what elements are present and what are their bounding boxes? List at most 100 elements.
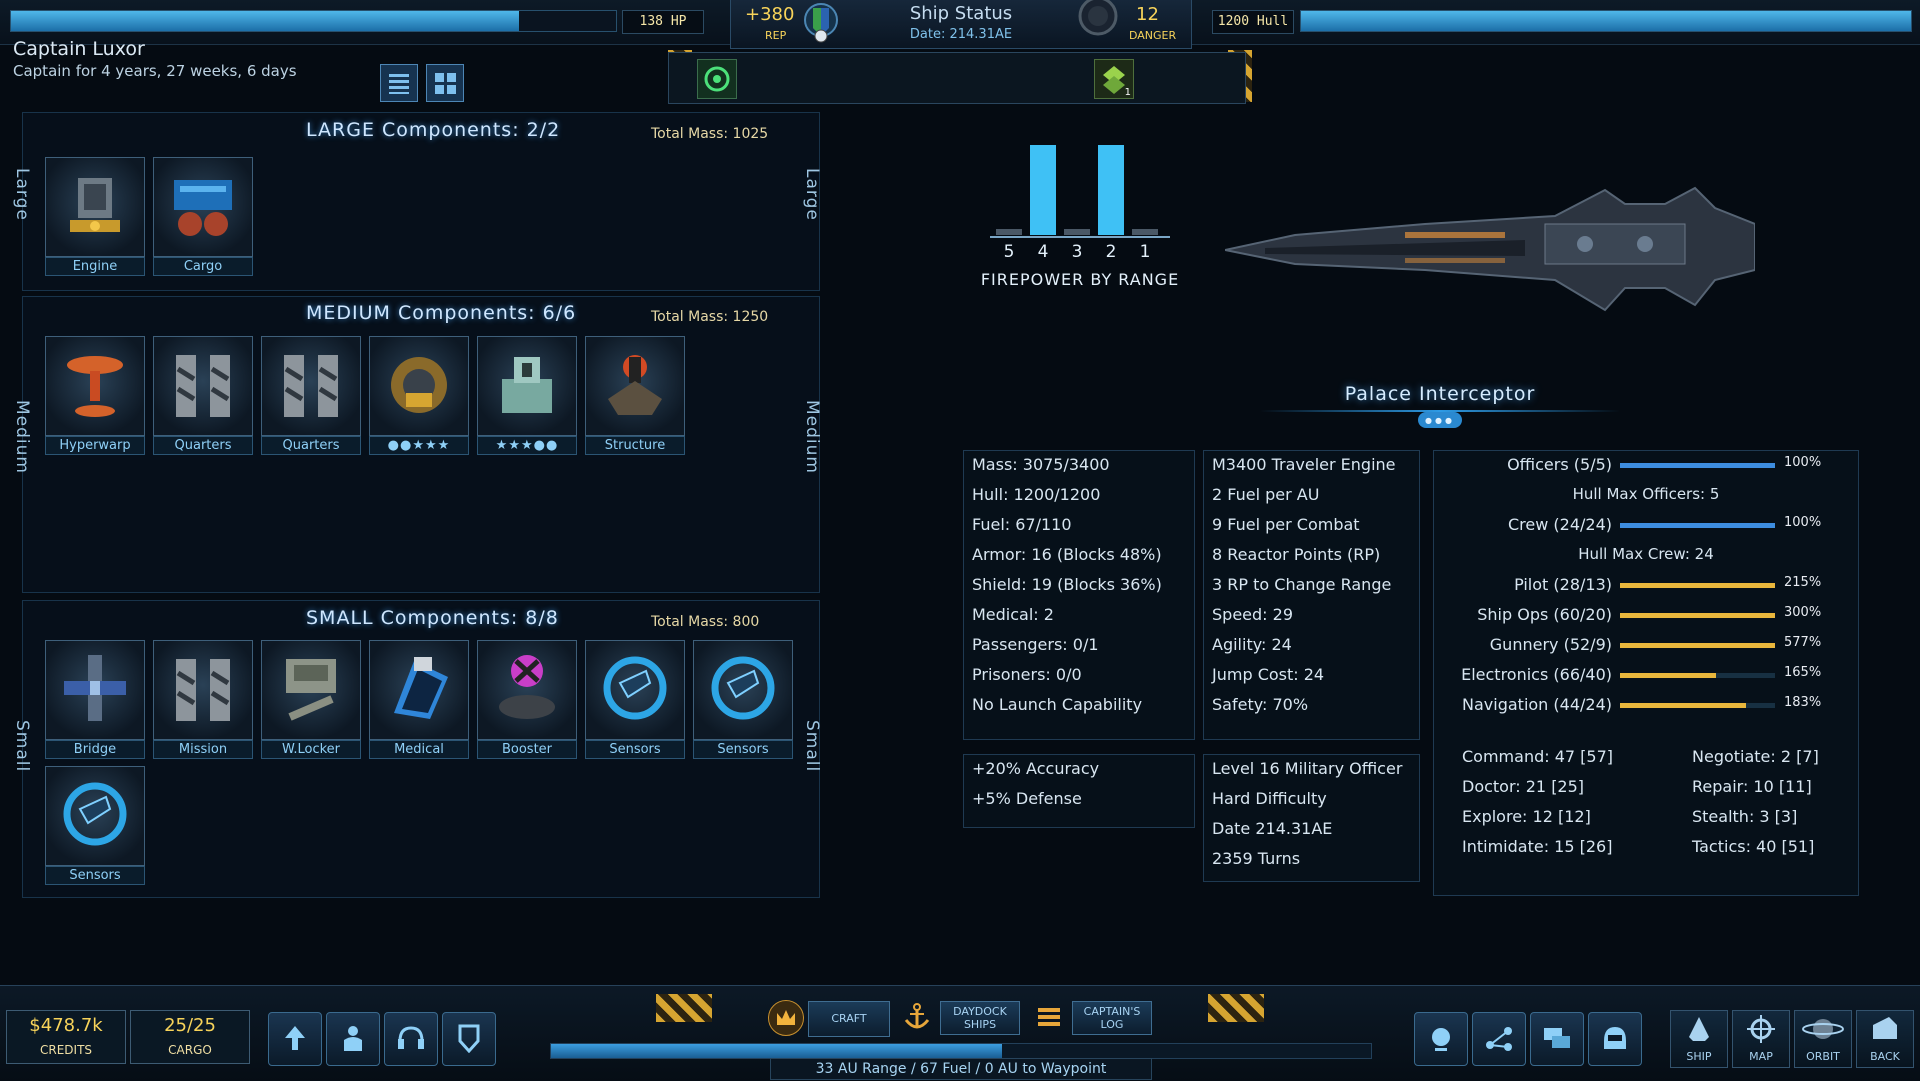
firepower-tick-label: 1 [1140,242,1151,260]
small-component-image [153,640,253,740]
hull-bar-fill [1301,11,1911,31]
large-component-slot[interactable]: Engine [45,157,145,276]
crew-button[interactable] [326,1012,380,1066]
small-components-title: SMALL Components: 8/8 [306,607,559,629]
large-components-title: LARGE Components: 2/2 [306,119,561,141]
small-component-slot[interactable]: Sensors [45,766,145,885]
skill-bar [1620,643,1775,648]
medium-component-slot[interactable]: Quarters [261,336,361,455]
planet-button[interactable] [1414,1012,1468,1066]
quick-slot-1[interactable] [697,59,737,99]
quarters-icon [176,355,230,417]
cargo-icon [174,180,232,236]
skill-label: Officers (5/5) [1507,455,1612,474]
skill-label: Electronics (66/40) [1461,665,1612,684]
firepower-tick-label: 3 [1072,242,1083,260]
ship-name: Palace Interceptor [1344,383,1536,405]
small-component-slot[interactable]: W.Locker [261,640,361,759]
skill-bar-fill [1620,463,1775,468]
back-nav-button[interactable]: BACK [1856,1010,1914,1068]
ship-systems-button[interactable] [268,1012,322,1066]
network-button[interactable] [1472,1012,1526,1066]
medium-total-mass: Total Mass: 1250 [651,309,769,325]
small-component-label: W.Locker [261,740,361,759]
grid-view-icon [435,73,456,94]
ship-stat: Fuel: 67/110 [972,515,1072,534]
ship-stat: Hull: 1200/1200 [972,485,1101,504]
large-component-label: Cargo [153,257,253,276]
medium-component-label: ★★★●● [477,436,577,455]
skill-row: Pilot (28/13)215% [1434,575,1858,597]
engine-stat: 8 Reactor Points (RP) [1212,545,1381,564]
small-component-slot[interactable]: Bridge [45,640,145,759]
captain-name: Captain Luxor [13,38,145,60]
craft-button[interactable]: CRAFT [808,1001,890,1037]
engine-stat: Speed: 29 [1212,605,1293,624]
cargo-value: 25/25 [164,1015,216,1036]
quick-slot-officer[interactable]: 1 [1094,59,1134,99]
hazard-stripe-bottom-right [1208,994,1264,1022]
officers-row: Officers (5/5)100% [1434,455,1858,477]
ship-nav-button[interactable]: SHIP [1670,1010,1728,1068]
firepower-bar-range-4 [1030,145,1056,235]
large-component-image [153,157,253,257]
comms-button[interactable] [384,1012,438,1066]
list-view-button[interactable] [380,64,418,102]
medium-component-slot[interactable]: Structure [585,336,685,455]
captains-log-button[interactable]: CAPTAIN'S LOG [1072,1001,1152,1035]
skill-percent: 100% [1784,515,1822,530]
large-total-mass: Total Mass: 1025 [651,126,769,142]
large-side-label-left: Large [12,168,32,221]
credits-value: $478.7k [29,1015,103,1036]
skill-bar-fill [1620,613,1775,618]
daydock-ships-button[interactable]: DAYDOCK SHIPS [940,1001,1020,1035]
medium-component-image [369,336,469,436]
skill-bar [1620,463,1775,468]
medium-component-slot[interactable]: ●●★★★ [369,336,469,455]
medium-component-slot[interactable]: Quarters [153,336,253,455]
small-component-slot[interactable]: Sensors [693,640,793,759]
skill-row: Electronics (66/40)165% [1434,665,1858,687]
ship-name-underline [1260,410,1620,412]
sensors-icon [711,656,775,720]
ship-stat: Passengers: 0/1 [972,635,1099,654]
grid-view-button[interactable] [426,64,464,102]
medium-component-slot[interactable]: Hyperwarp [45,336,145,455]
small-component-image [585,640,685,740]
medium-component-label: Structure [585,436,685,455]
medium-component-slot[interactable]: ★★★●● [477,336,577,455]
orbit-nav-button[interactable]: ORBIT [1794,1010,1852,1068]
medical-icon [394,657,448,719]
anchor-icon [900,1000,934,1034]
small-component-image [45,766,145,866]
skill-row: Ship Ops (60/20)300% [1434,605,1858,627]
hp-readout: 138 HP [622,10,704,34]
small-component-slot[interactable]: Sensors [585,640,685,759]
small-component-label: Bridge [45,740,145,759]
craft-icon-button[interactable] [768,1000,804,1036]
ship-name-pager[interactable]: ●●● [1418,412,1462,428]
small-component-label: Booster [477,740,577,759]
hull-bar [1300,10,1912,32]
quick-slot-strip: 1 [668,52,1246,104]
small-component-slot[interactable]: Medical [369,640,469,759]
skill-percent: 215% [1784,575,1822,590]
large-component-slot[interactable]: Cargo [153,157,253,276]
map-nav-button[interactable]: MAP [1732,1010,1790,1068]
helmet-button[interactable] [1588,1012,1642,1066]
small-total-mass: Total Mass: 800 [651,614,760,630]
current-date: Date: 214.31AE [909,27,1013,42]
skill-bar-fill [1620,583,1775,588]
small-component-slot[interactable]: Booster [477,640,577,759]
skill-bar-fill [1620,673,1717,678]
shield-icon [458,1024,480,1053]
headset-icon [398,1026,424,1049]
chat-button[interactable] [1530,1012,1584,1066]
small-component-slot[interactable]: Mission [153,640,253,759]
skill-label: Gunnery (52/9) [1489,635,1612,654]
shield-button[interactable] [442,1012,496,1066]
medium-side-label-right: Medium [802,400,822,474]
skill-label: Crew (24/24) [1507,515,1612,534]
